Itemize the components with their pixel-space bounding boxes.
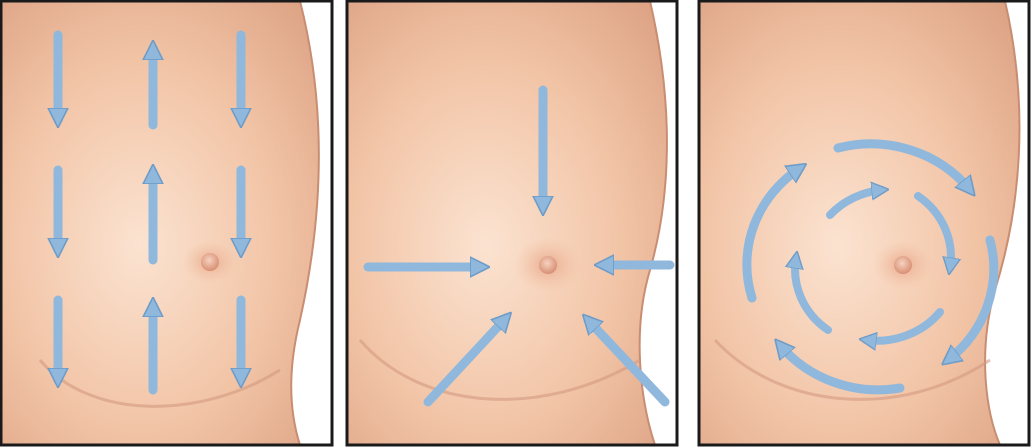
skin-background: [699, 1, 1029, 445]
panel-radial-wedge: [347, 1, 677, 445]
skin-background: [347, 1, 677, 445]
panel-circular: [699, 1, 1029, 445]
nipple: [201, 253, 219, 271]
skin-background: [1, 1, 332, 445]
nipple: [894, 256, 912, 274]
nipple: [539, 256, 557, 274]
panel-vertical-strip: [1, 1, 332, 445]
